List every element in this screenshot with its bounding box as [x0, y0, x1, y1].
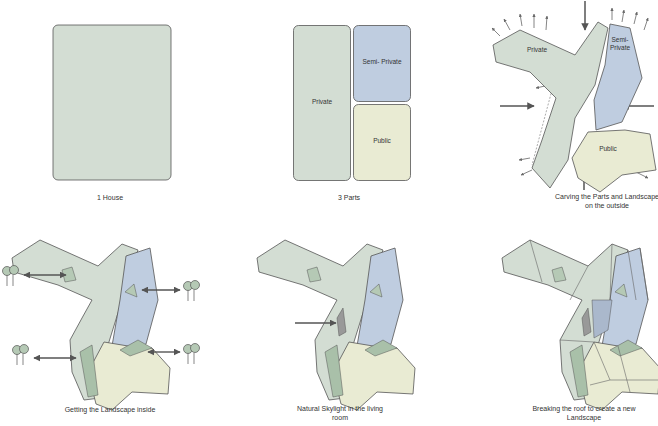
zone-label: Public [357, 137, 407, 145]
zone-fill [354, 105, 411, 181]
zone-fill [572, 130, 656, 192]
zone-shape: Semi- Private [353, 25, 411, 102]
zone-shape: Public [572, 130, 656, 192]
zone-shape: Private [293, 25, 351, 181]
zone-fill [594, 24, 642, 130]
panel-caption: Getting the Landscape inside [45, 405, 175, 414]
panel-caption: 3 Parts [309, 193, 389, 202]
panel-caption: Carving the Parts and Landscape on the o… [555, 192, 658, 210]
zone-label: Semi- Private [356, 58, 408, 66]
zone-label: Public [592, 145, 624, 153]
zone-outline [572, 130, 656, 192]
zone-shape: Public [353, 104, 411, 181]
panel-caption: 1 House [70, 193, 150, 202]
zone-shape: Semi- Private [594, 24, 642, 130]
zone-label: Private [297, 98, 347, 106]
zone-fill [354, 26, 411, 102]
zone-label: Semi- Private [606, 36, 634, 52]
panel-caption: Breaking the roof to create a new Landsc… [528, 404, 640, 422]
zone-fill [294, 26, 351, 181]
zone-label: Private [519, 46, 555, 54]
panel-caption: Natural Skylight in the living room [295, 404, 385, 422]
